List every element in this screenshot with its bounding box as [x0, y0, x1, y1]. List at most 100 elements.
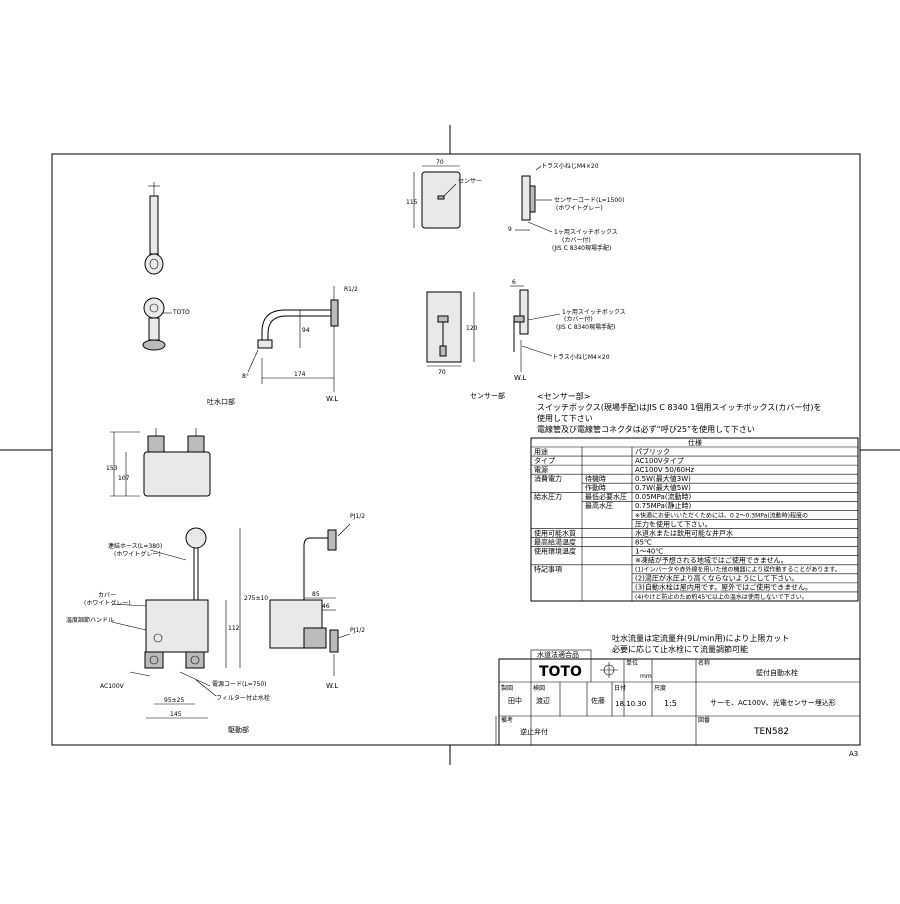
spec-cell-value: ※凍結が予想される地域ではご使用できません。: [635, 556, 788, 565]
spec-cell-category: 用途: [534, 447, 548, 456]
spout-thread-label: R1/2: [344, 286, 358, 293]
spec-cell-value: 0.5W(最大値3W): [635, 474, 691, 483]
spec-cell-value: 1〜40℃: [635, 548, 663, 556]
drive-275-dim: 275±10: [244, 595, 268, 602]
spec-cell-value: (3)自動水栓は屋内用です。屋外ではご使用できません。: [635, 583, 812, 592]
spout-brand-callout: TOTO: [172, 309, 190, 316]
switch-box-bottom-label-b: (カバー付): [564, 315, 593, 323]
drive-height-107-dim: 107: [118, 475, 130, 482]
switch-box-top-label-a: 1ヶ用スイッチボックス: [554, 228, 618, 236]
flow-note-line1: 吐水流量は定流量弁(9L/min用)により上限カット: [612, 633, 789, 643]
spec-cell-value: パブリック: [635, 447, 670, 456]
spec-cell-value: 0.75MPa(静止時): [635, 501, 692, 510]
drive-145-dim: 145: [170, 711, 182, 718]
drive-hose-color: (ホワイトグレー): [114, 550, 161, 558]
design-label: 製図: [501, 684, 513, 692]
spec-cell-subcategory: 最低必要水圧: [585, 492, 627, 501]
drive-hose-label: 連結ホース(L=380): [108, 542, 162, 550]
sensor-cord-label: センサーコード(L=1500): [554, 197, 624, 204]
spec-cell-category: 電源: [534, 465, 548, 474]
spec-cell-value: 85℃: [635, 538, 652, 546]
name-label: 名称: [698, 659, 710, 667]
spec-cell-category: 特記事項: [534, 565, 562, 574]
sensor-notes-line1: スイッチボックス(現場手配)はJIS C 8340 1個用スイッチボックス(カバ…: [537, 402, 821, 412]
drawing-no-label: 図番: [698, 717, 710, 724]
brand-logo: TOTO: [539, 664, 582, 680]
sensor-width-bottom-dim: 70: [438, 369, 446, 376]
sensor-height-top-dim: 115: [406, 199, 418, 206]
spec-cell-value: AC100V 50/60Hz: [635, 466, 694, 474]
drive-85-dim: 85: [312, 591, 320, 598]
spec-cell-category: 使用可能水質: [534, 528, 576, 537]
switch-box-bottom-label-c: (JIS C 8340現場手配): [556, 323, 615, 331]
drawing-number: TEN582: [753, 727, 789, 737]
remarks-value: 逆止弁付: [520, 727, 548, 736]
sensor-height-bottom-dim: 120: [466, 325, 478, 332]
drive-ac-label: AC100V: [100, 683, 125, 690]
spec-cell-value: (1)インバータや赤外線を用いた他の機器により誤作動することがあります。: [635, 566, 841, 574]
drive-pj-bottom: PJ1/2: [350, 627, 365, 634]
drive-46-dim: 46: [322, 603, 330, 610]
spec-table-title: 仕様: [688, 438, 702, 447]
sensor-bottom-side-view: [510, 285, 561, 372]
approval-label: 水道法適合品: [537, 650, 579, 659]
spec-cell-value: 水道水または飲用可能な井戸水: [635, 528, 733, 537]
product-description: サーモ、AC100V、光電センサー埋込形: [710, 698, 836, 707]
spec-cell-value: (4)やけど防止のため約45℃以上の温水は使用しないで下さい。: [635, 593, 808, 601]
sensor-waterline: W.L: [514, 374, 526, 382]
drive-112-dim: 112: [228, 625, 240, 632]
spec-cell-category: 最高給湯温度: [534, 537, 576, 546]
switch-box-top-label-c: (JIS C 8340現場手配): [552, 244, 611, 252]
drive-temp-handle-label: 温度調節ハンドル: [66, 616, 114, 624]
spout-reach-dim: 174: [294, 371, 306, 378]
sensor-screw-top: トラス小ねじM4×20: [541, 162, 599, 170]
spout-side-view: [247, 286, 339, 392]
sensor-top-front-view: [413, 165, 461, 229]
sensor-notes-heading: <センサー部>: [537, 391, 590, 401]
check-label: 検図: [533, 684, 545, 692]
spec-cell-subcategory: 最高水圧: [585, 501, 613, 510]
drive-waterline: W.L: [326, 682, 338, 690]
spec-cell-category: 給水圧力: [534, 492, 562, 501]
spec-cell-value: 0.7W(最大値5W): [635, 483, 691, 492]
spout-angle-dim: 8°: [242, 373, 249, 380]
spec-cell-value: (2)湯圧が水圧より高くならないようにして下さい。: [635, 574, 798, 583]
spout-section-title: 吐水口部: [207, 397, 235, 406]
spec-cell-value: 0.05MPa(流動時): [635, 492, 692, 501]
drive-95-dim: 95±25: [164, 697, 184, 704]
sensor-depth2-dim: 6: [512, 279, 516, 286]
design-seal: 田中: [508, 696, 522, 705]
sensor-width-top-dim: 70: [436, 159, 444, 166]
date-label: 日付: [614, 684, 626, 692]
drive-pj-top: PJ1/2: [350, 513, 365, 520]
drive-front-view: [111, 527, 241, 719]
sensor-screw-bottom: トラス小ねじM4×20: [552, 353, 610, 361]
product-name: 壁付自動水栓: [756, 668, 798, 677]
sensor-top-side-view: [515, 165, 553, 233]
drive-filter-label: フィルター付止水栓: [216, 694, 270, 702]
scale-value: 1:5: [664, 699, 677, 708]
switch-box-top-label-b: (カバー付): [562, 236, 591, 244]
sheet-size-label: A3: [849, 750, 858, 758]
spec-cell-category: タイプ: [534, 456, 555, 465]
sensor-bottom-front-view: [426, 291, 475, 367]
spout-waterline: W.L: [326, 395, 338, 403]
drive-power-cord-label: 電源コード(L=750): [212, 680, 267, 688]
drive-side-view: [269, 523, 351, 676]
unit-value: mm: [640, 673, 652, 680]
title-block: [495, 649, 861, 746]
spec-cell-subcategory: 待機時: [585, 474, 606, 483]
spec-cell-category: 消費電力: [534, 474, 562, 483]
sensor-section-title: センサー部: [470, 391, 505, 400]
sheet-border: [51, 153, 861, 746]
sensor-cord-color: (ホワイトグレー): [556, 204, 603, 212]
drive-height-153-dim: 153: [106, 465, 118, 472]
spout-height-dim: 94: [302, 327, 310, 334]
spout-top-view: [144, 182, 164, 275]
sensor-depth-dim: 9: [508, 226, 512, 233]
spec-cell-value: ※快適にお使いいただくためには、0.2〜0.3MPa(流動時)程度の: [635, 511, 808, 519]
unit-label: 単位: [626, 659, 638, 667]
switch-box-bottom-label-a: 1ヶ用スイッチボックス: [562, 308, 626, 316]
